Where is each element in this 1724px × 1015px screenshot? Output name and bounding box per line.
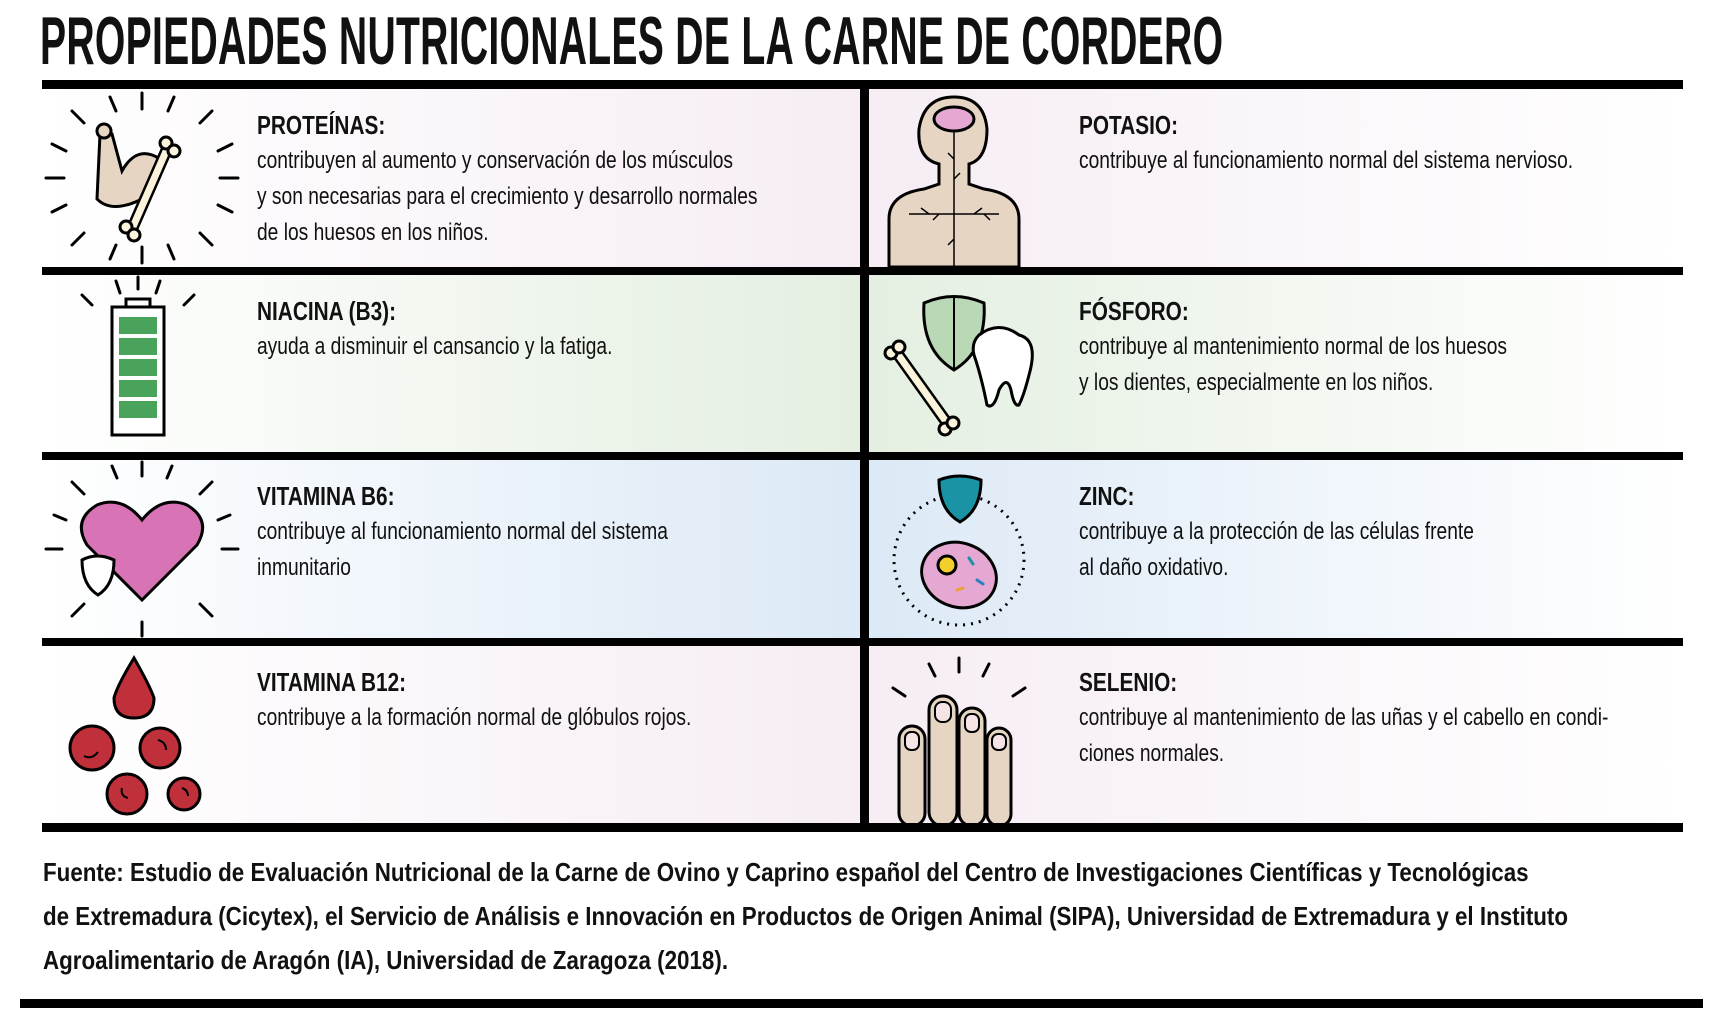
item-text: contribuye al mantenimiento de las uñas … xyxy=(1079,704,1609,731)
bottom-divider xyxy=(42,823,1683,832)
item-heading: VITAMINA B12: xyxy=(257,667,407,697)
item-niacina: NIACINA (B3): ayuda a disminuir el cansa… xyxy=(42,275,860,452)
cell-shield-icon xyxy=(869,460,1069,638)
item-text: de los huesos en los niños. xyxy=(257,219,489,246)
item-text: contribuyen al aumento y conservación de… xyxy=(257,147,733,174)
source-line: Agroalimentario de Aragón (IA), Universi… xyxy=(43,945,729,975)
source-line: de Extremadura (Cicytex), el Servicio de… xyxy=(43,901,1569,931)
item-text: contribuye al funcionamiento normal del … xyxy=(1079,147,1574,174)
source-line: Fuente: Estudio de Evaluación Nutriciona… xyxy=(43,857,1529,887)
item-heading: NIACINA (B3): xyxy=(257,296,397,326)
item-heading: POTASIO: xyxy=(1079,110,1178,140)
item-text: ciones normales. xyxy=(1079,740,1225,767)
page-title: PROPIEDADES NUTRICIONALES DE LA CARNE DE… xyxy=(40,3,1224,79)
nervous-system-icon xyxy=(869,89,1069,267)
item-heading: ZINC: xyxy=(1079,481,1135,511)
item-heading: FÓSFORO: xyxy=(1079,296,1189,326)
item-text: al daño oxidativo. xyxy=(1079,554,1229,581)
item-vitamina-b12: VITAMINA B12: contribuye a la formación … xyxy=(42,646,860,823)
item-text: contribuye a la formación normal de glób… xyxy=(257,704,692,731)
item-text: contribuye al funcionamiento normal del … xyxy=(257,518,668,545)
source-note: Fuente: Estudio de Evaluación Nutriciona… xyxy=(43,850,1568,982)
item-text: ayuda a disminuir el cansancio y la fati… xyxy=(257,333,613,360)
bone-tooth-shield-icon xyxy=(869,275,1069,452)
item-fosforo: FÓSFORO: contribuye al mantenimiento nor… xyxy=(869,275,1683,452)
blood-cells-icon xyxy=(42,646,242,823)
item-heading: VITAMINA B6: xyxy=(257,481,395,511)
heart-shield-icon xyxy=(42,460,242,638)
flexed-arm-bone-icon xyxy=(42,89,242,267)
column-divider xyxy=(860,80,869,823)
item-proteinas: PROTEÍNAS: contribuyen al aumento y cons… xyxy=(42,89,860,267)
item-text: inmunitario xyxy=(257,554,351,581)
item-heading: SELENIO: xyxy=(1079,667,1178,697)
footer-rule xyxy=(20,999,1703,1008)
item-selenio: SELENIO: contribuye al mantenimiento de … xyxy=(869,646,1683,823)
fingernails-icon xyxy=(869,646,1069,823)
item-heading: PROTEÍNAS: xyxy=(257,110,386,140)
item-text: y son necesarias para el crecimiento y d… xyxy=(257,183,758,210)
item-vitamina-b6: VITAMINA B6: contribuye al funcionamient… xyxy=(42,460,860,638)
battery-icon xyxy=(42,275,242,452)
item-potasio: POTASIO: contribuye al funcionamiento no… xyxy=(869,89,1683,267)
item-text: y los dientes, especialmente en los niño… xyxy=(1079,369,1434,396)
item-zinc: ZINC: contribuye a la protección de las … xyxy=(869,460,1683,638)
item-text: contribuye al mantenimiento normal de lo… xyxy=(1079,333,1507,360)
item-text: contribuye a la protección de las célula… xyxy=(1079,518,1474,545)
